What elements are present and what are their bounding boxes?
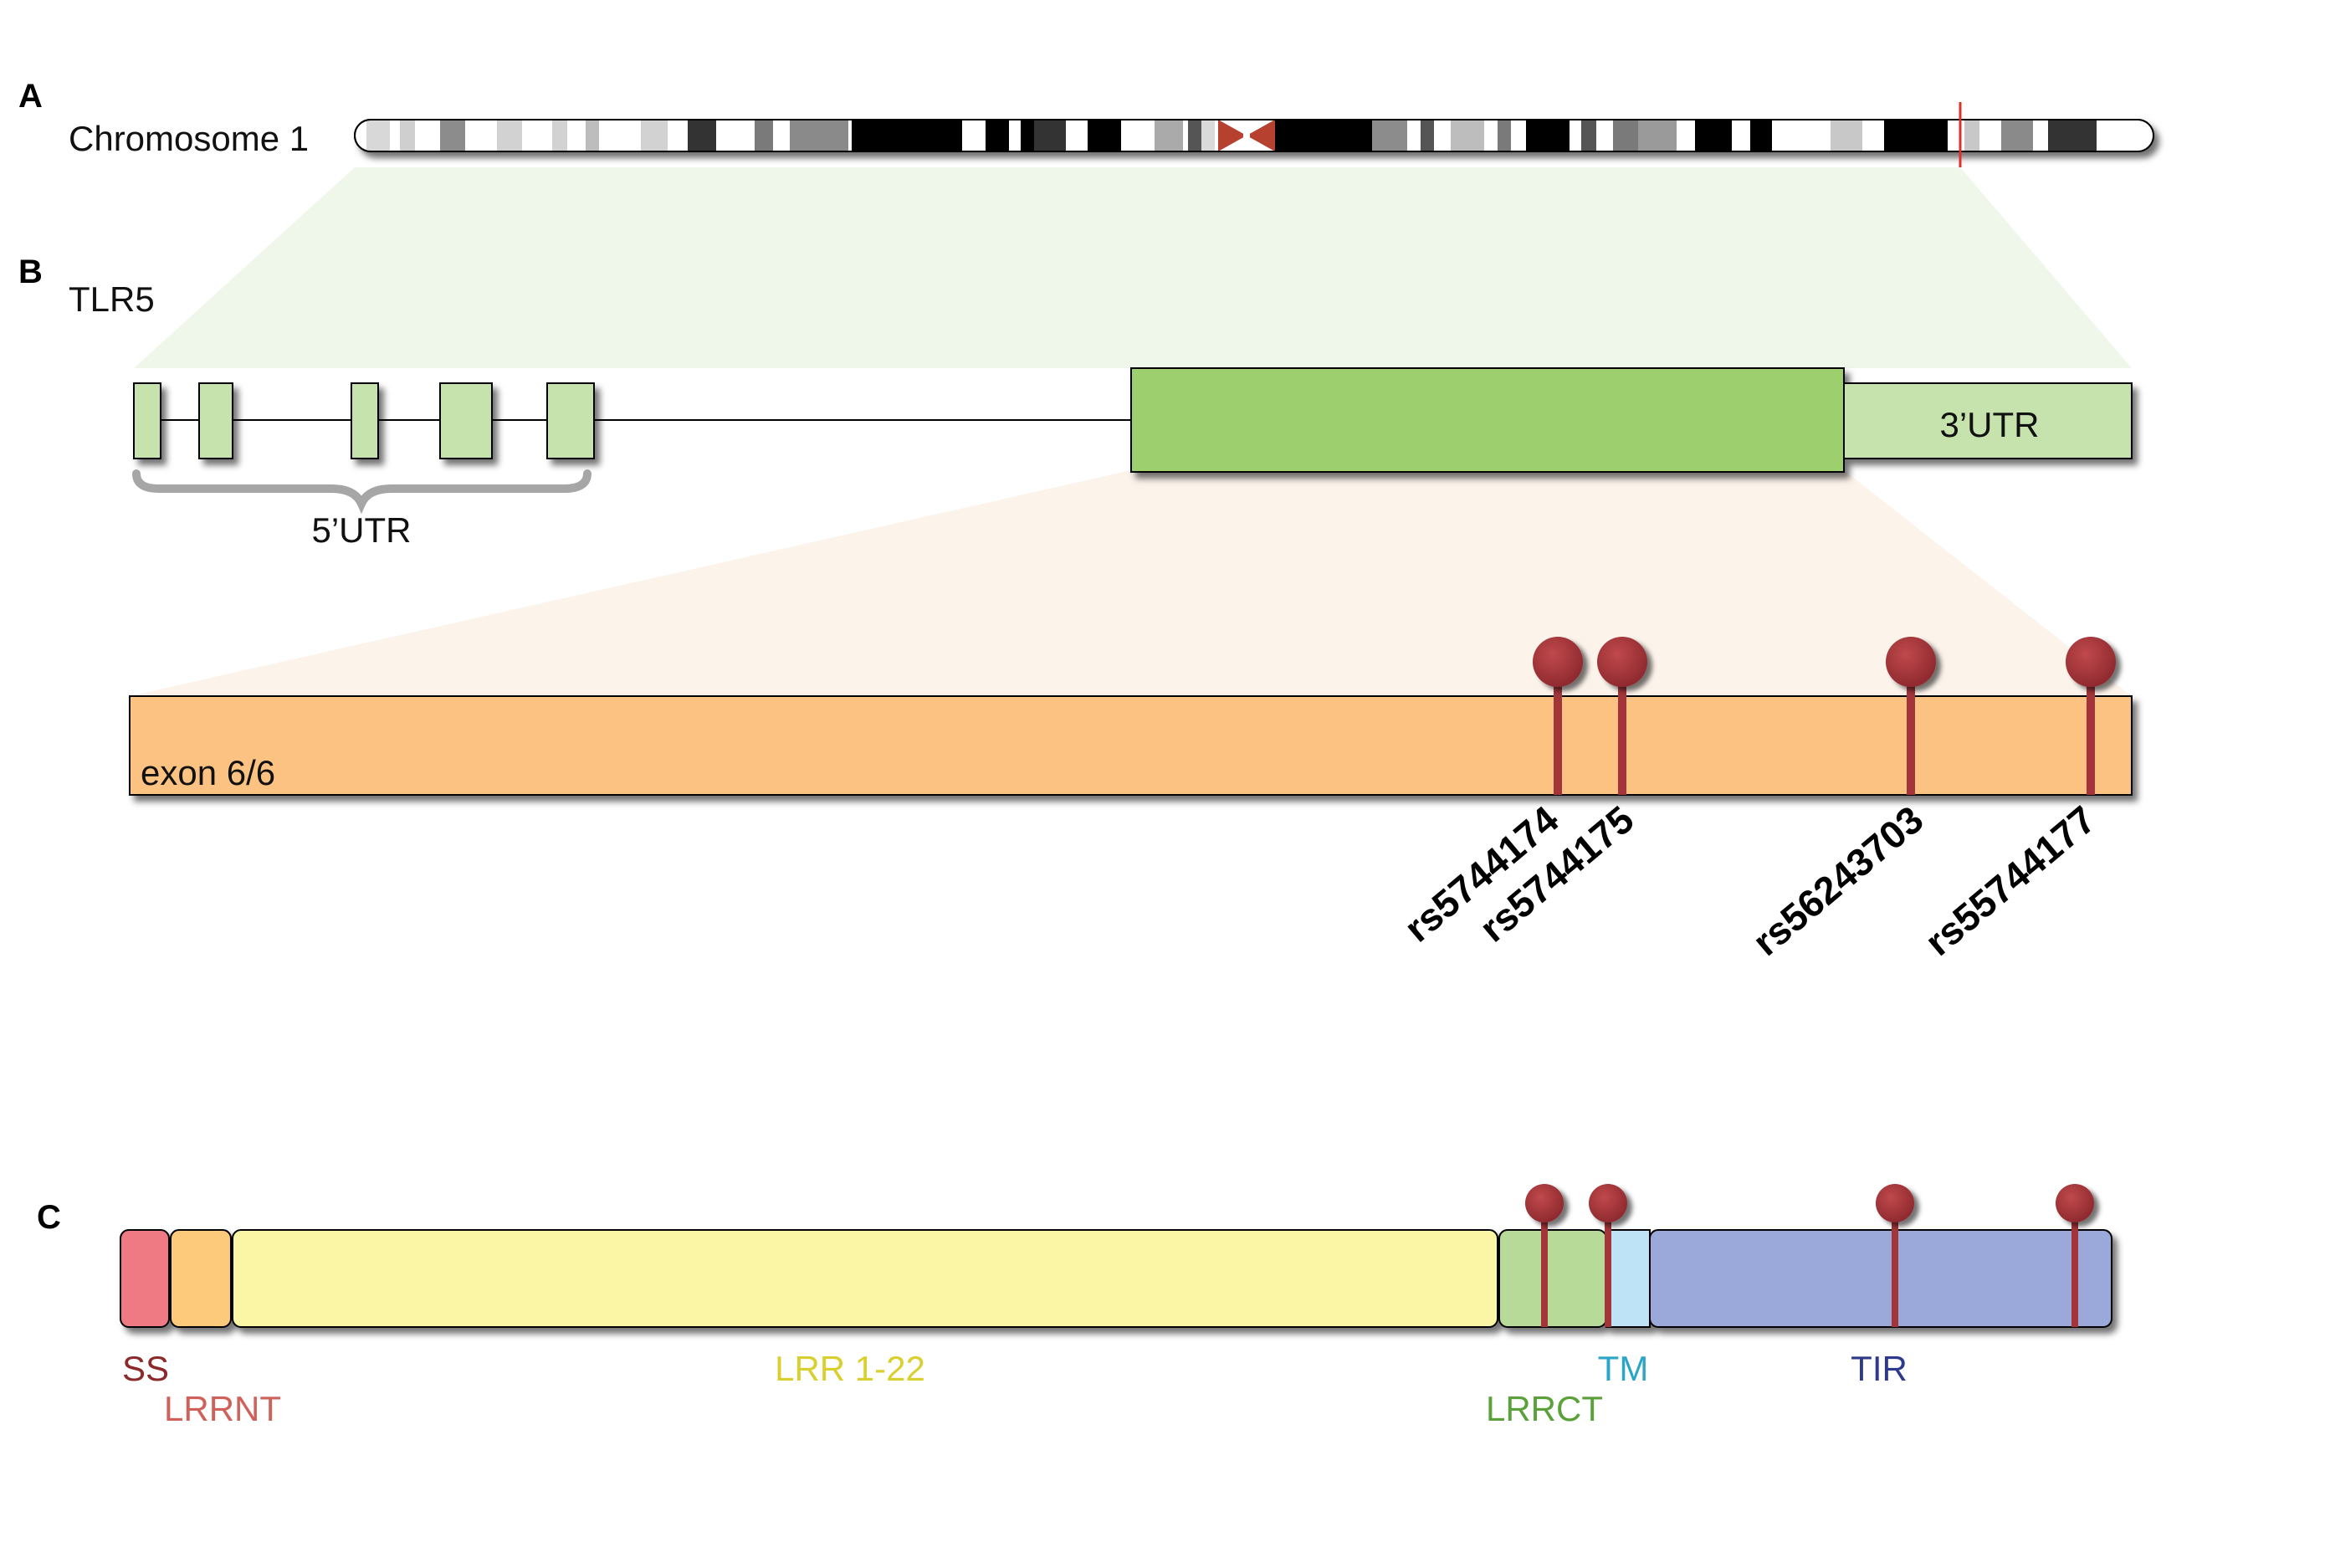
- chromosome-bands: [366, 120, 2153, 151]
- domain-tm: [1605, 1229, 1651, 1328]
- domain-label-ss: SS: [122, 1349, 169, 1388]
- zoom-region-exon: [130, 470, 2132, 696]
- utr5-brace: [132, 469, 591, 515]
- snp-lollipop-2: [1597, 637, 1647, 795]
- domain-label-tir: TIR: [1851, 1349, 1908, 1388]
- protein-snp-2: [1589, 1184, 1627, 1327]
- panel-a-letter: A: [18, 78, 43, 115]
- exon-1: [133, 382, 161, 459]
- exon-5: [546, 382, 595, 459]
- domain-lrr: [232, 1229, 1498, 1328]
- protein-snp-3: [1876, 1184, 1914, 1327]
- utr5-label: 5’UTR: [311, 510, 411, 550]
- panel-c-letter: C: [37, 1199, 61, 1236]
- panel-b-letter: B: [18, 254, 43, 290]
- chromosome-label: Chromosome 1: [69, 119, 309, 158]
- snp-lollipop-4: [2066, 637, 2116, 795]
- zoom-region-gene: [134, 167, 2132, 368]
- domain-label-lrrnt: LRRNT: [164, 1389, 281, 1428]
- protein-snp-1: [1525, 1184, 1564, 1327]
- domain-label-lrrct: LRRCT: [1486, 1389, 1603, 1428]
- exon-4: [439, 382, 493, 459]
- domain-lrrct: [1498, 1229, 1607, 1328]
- domain-ss: [120, 1229, 170, 1328]
- protein-domains: [120, 1229, 2112, 1328]
- utr5-exons: [133, 382, 595, 459]
- utr3-label: 3’UTR: [1939, 405, 2039, 444]
- gene-label: TLR5: [69, 279, 155, 319]
- domain-tir: [1649, 1229, 2112, 1328]
- coding-region: [1130, 367, 1845, 473]
- exon-label: exon 6/6: [141, 753, 275, 792]
- snp-label-4: rs55744177: [1917, 797, 2104, 964]
- exon-6-bar: [129, 695, 2133, 796]
- exon-2: [198, 382, 233, 459]
- utr3-region: [1843, 382, 2133, 459]
- protein-snp-4: [2056, 1184, 2094, 1327]
- snp-lollipop-3: [1886, 637, 1936, 795]
- snp-label-3: rs56243703: [1744, 797, 1932, 964]
- domain-label-tm: TM: [1598, 1349, 1649, 1388]
- domain-label-lrr: LRR 1-22: [775, 1349, 925, 1388]
- domain-lrrnt: [170, 1229, 232, 1328]
- exon-3: [351, 382, 379, 459]
- cds-exon: [1130, 367, 2133, 473]
- snp-lollipop-1: [1533, 637, 1583, 795]
